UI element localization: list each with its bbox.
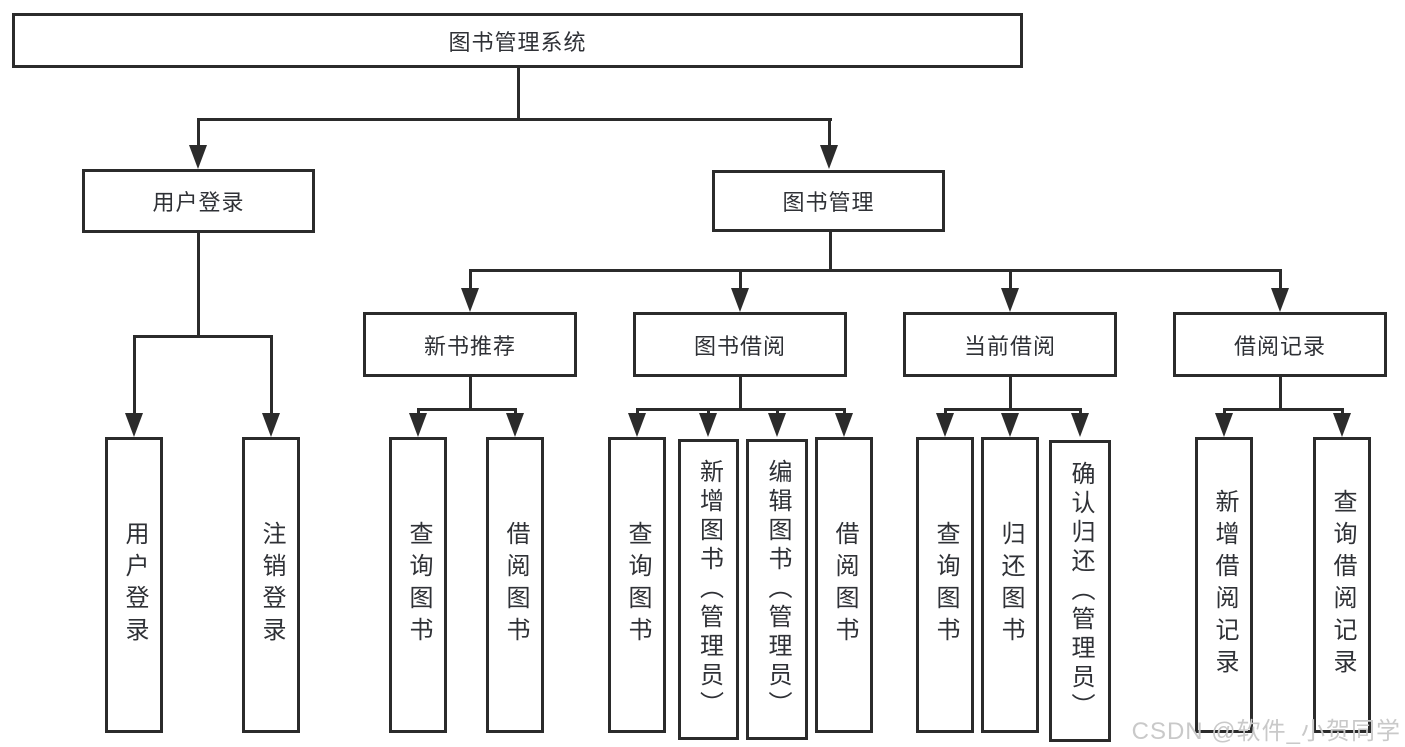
arrowhead-icon (699, 413, 717, 437)
leaf-query-borrow-record-label: 查询借阅记录 (1329, 489, 1356, 681)
node-borrowing-records: 借阅记录 (1173, 312, 1387, 377)
leaf-confirm-return-admin: 确认归还（管理员） (1049, 440, 1111, 742)
node-borrowing-records-label: 借阅记录 (1233, 333, 1326, 359)
leaf-query-borrow-record: 查询借阅记录 (1313, 437, 1371, 733)
connector-line (829, 232, 832, 272)
arrowhead-icon (189, 145, 207, 169)
connector-line (828, 118, 831, 146)
arrowhead-icon (1071, 413, 1089, 437)
connector-line (843, 408, 846, 416)
leaf-add-books-admin: 新增图书（管理员） (678, 439, 739, 740)
leaf-query-books-borrowing-label: 查询图书 (624, 521, 651, 649)
connector-line (270, 335, 273, 415)
node-book-management-label: 图书管理 (782, 190, 875, 215)
leaf-query-books-recommend-label: 查询图书 (405, 521, 432, 649)
leaf-add-borrow-record-label: 新增借阅记录 (1211, 489, 1238, 681)
connector-line (1223, 408, 1343, 411)
leaf-add-books-admin-label: 新增图书（管理员） (695, 459, 723, 720)
connector-line (1079, 408, 1082, 416)
arrowhead-icon (262, 413, 280, 437)
connector-line (514, 408, 517, 416)
connector-line (739, 377, 742, 411)
connector-line (197, 118, 200, 146)
connector-line (1279, 377, 1282, 411)
arrowhead-icon (506, 413, 524, 437)
leaf-query-books-borrowing: 查询图书 (608, 437, 666, 733)
arrowhead-icon (835, 413, 853, 437)
node-user-login-label: 用户登录 (152, 190, 245, 215)
connector-line (469, 269, 1282, 272)
node-new-book-recommend: 新书推荐 (363, 312, 577, 377)
node-root-label: 图书管理系统 (448, 29, 587, 55)
connector-line (776, 408, 779, 416)
connector-line (417, 408, 516, 411)
arrowhead-icon (1215, 413, 1233, 437)
leaf-borrow-books-recommend: 借阅图书 (486, 437, 544, 733)
connector-line (133, 335, 272, 338)
leaf-logout: 注销登录 (242, 437, 300, 733)
leaf-add-borrow-record: 新增借阅记录 (1195, 437, 1253, 733)
connector-line (944, 408, 947, 416)
connector-line (133, 335, 136, 415)
arrowhead-icon (820, 145, 838, 169)
csdn-watermark: CSDN @软件_小贺同学 (1131, 718, 1401, 745)
connector-line (1223, 408, 1226, 416)
arrowhead-icon (628, 413, 646, 437)
leaf-query-books-current: 查询图书 (916, 437, 974, 733)
node-current-borrowing-label: 当前借阅 (963, 333, 1056, 359)
node-user-login: 用户登录 (82, 169, 315, 233)
connector-line (739, 269, 742, 290)
connector-line (197, 118, 832, 121)
connector-line (707, 408, 710, 416)
arrowhead-icon (731, 288, 749, 312)
connector-line (636, 408, 639, 416)
connector-line (417, 408, 420, 416)
leaf-confirm-return-admin-label: 确认归还（管理员） (1067, 460, 1094, 722)
connector-line (944, 408, 1081, 411)
arrowhead-icon (409, 413, 427, 437)
leaf-edit-books-admin: 编辑图书（管理员） (746, 439, 808, 740)
connector-line (1341, 408, 1344, 416)
arrowhead-icon (1001, 413, 1019, 437)
leaf-borrow-books-recommend-label: 借阅图书 (502, 521, 529, 649)
node-root: 图书管理系统 (12, 13, 1023, 68)
connector-line (1009, 377, 1012, 411)
leaf-logout-label: 注销登录 (258, 521, 285, 649)
node-current-borrowing: 当前借阅 (903, 312, 1117, 377)
node-new-book-recommend-label: 新书推荐 (423, 333, 516, 359)
leaf-user-login-label: 用户登录 (121, 521, 148, 649)
connector-line (1279, 269, 1282, 290)
leaf-query-books-current-label: 查询图书 (932, 521, 959, 649)
arrowhead-icon (1333, 413, 1351, 437)
connector-line (1009, 269, 1012, 290)
arrowhead-icon (461, 288, 479, 312)
leaf-borrow-books-label: 借阅图书 (831, 521, 858, 649)
leaf-borrow-books: 借阅图书 (815, 437, 873, 733)
connector-line (197, 233, 200, 338)
connector-line (469, 377, 472, 411)
arrowhead-icon (1001, 288, 1019, 312)
leaf-return-books-label: 归还图书 (997, 521, 1024, 649)
leaf-return-books: 归还图书 (981, 437, 1039, 733)
connector-line (636, 408, 845, 411)
node-book-borrowing-label: 图书借阅 (693, 333, 786, 359)
leaf-user-login: 用户登录 (105, 437, 163, 733)
leaf-query-books-recommend: 查询图书 (389, 437, 447, 733)
connector-line (517, 68, 520, 121)
leaf-edit-books-admin-label: 编辑图书（管理员） (764, 459, 791, 720)
arrowhead-icon (125, 413, 143, 437)
connector-line (469, 269, 472, 290)
node-book-management: 图书管理 (712, 170, 945, 232)
arrowhead-icon (1271, 288, 1289, 312)
arrowhead-icon (936, 413, 954, 437)
arrowhead-icon (768, 413, 786, 437)
node-book-borrowing: 图书借阅 (633, 312, 847, 377)
